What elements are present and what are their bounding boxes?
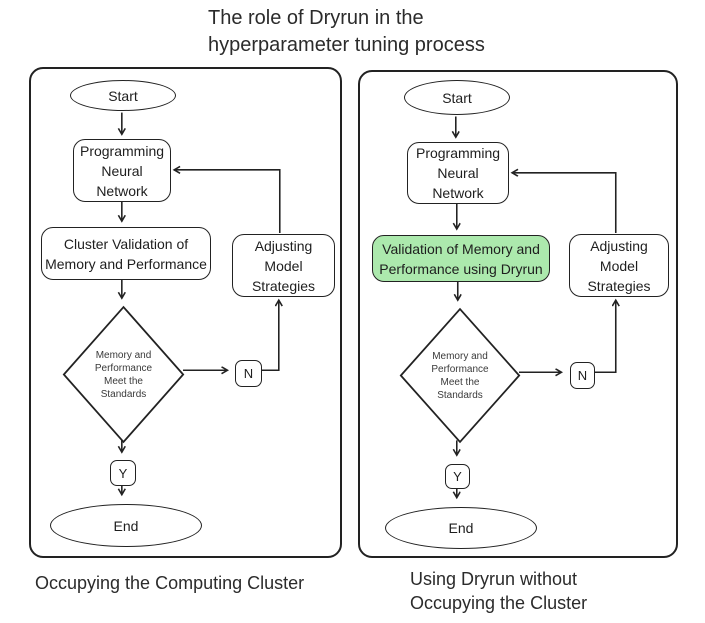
diamond-shape [399,307,521,444]
arrow-no-to-adjusting [592,300,616,374]
node-cluster-validation: Cluster Validation of Memory and Perform… [41,227,211,280]
panel-computing-cluster: Start Programming Neural Network Cluster… [29,67,342,558]
node-branch-yes: Y [445,464,470,489]
arrow-adjusting-to-programming [174,170,281,234]
node-end: End [50,504,202,547]
node-decision-standards: Memory and Performance Meet the Standard… [62,305,185,444]
node-decision-standards: Memory and Performance Meet the Standard… [399,307,521,444]
node-branch-no: N [235,360,262,387]
diamond-shape [62,305,185,444]
arrow-no-to-adjusting [259,300,279,372]
node-programming-neural-network: Programming Neural Network [73,139,171,202]
arrow-adjusting-to-programming [512,173,617,234]
node-dryrun-validation-highlighted: Validation of Memory and Performance usi… [372,235,550,282]
decision-label: Memory and Performance Meet the Standard… [94,349,153,400]
node-start: Start [404,80,510,115]
caption-dryrun: Using Dryrun without Occupying the Clust… [410,569,588,613]
node-programming-neural-network: Programming Neural Network [407,142,509,204]
caption-computing-cluster: Occupying the Computing Cluster [35,573,305,593]
diagram-title: The role of Dryrun in the hyperparameter… [208,7,485,56]
node-branch-no: N [570,362,595,389]
node-branch-yes: Y [110,460,136,486]
node-end: End [385,507,537,549]
node-start: Start [70,80,176,111]
node-adjusting-model-strategies: Adjusting Model Strategies [569,234,669,297]
decision-label: Memory and Performance Meet the Standard… [431,350,489,401]
node-adjusting-model-strategies: Adjusting Model Strategies [232,234,335,297]
panel-dryrun: Start Programming Neural Network Validat… [358,70,678,558]
